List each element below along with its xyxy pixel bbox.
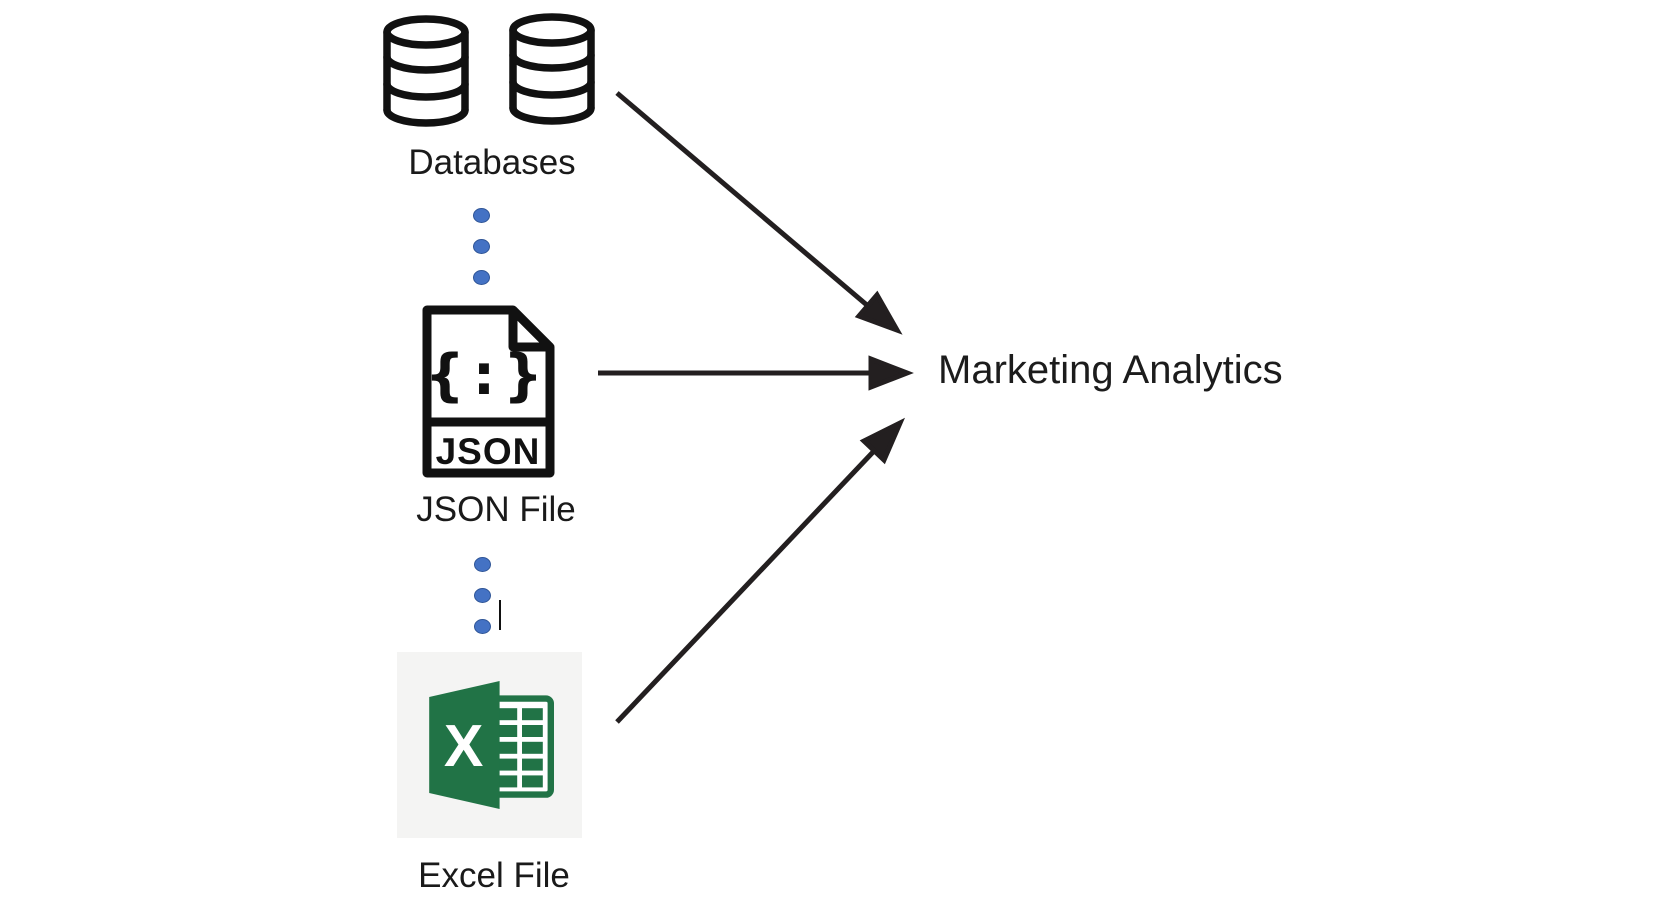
database-cylinder-icon (382, 15, 470, 127)
database-cylinder-icon (508, 13, 596, 125)
json-file-label: JSON File (416, 490, 576, 529)
json-file-node: {:} JSON (417, 300, 560, 483)
json-braces-glyph: {:} (425, 343, 551, 408)
text-cursor (499, 600, 501, 630)
arrow-excel-head (859, 417, 906, 465)
arrow-json-head (868, 355, 914, 391)
arrow-databases-line (615, 91, 870, 308)
excel-file-icon: X (410, 665, 570, 825)
ellipsis-dot (474, 619, 491, 634)
ellipsis-dot (473, 270, 490, 285)
excel-file-label: Excel File (418, 856, 570, 895)
databases-node (382, 13, 597, 127)
ellipsis-dots-group (473, 208, 490, 285)
excel-x-letter: X (443, 712, 482, 779)
excel-file-node: X (397, 652, 582, 838)
ellipsis-dot (474, 588, 491, 603)
databases-label: Databases (408, 143, 576, 182)
arrow-databases-head (854, 290, 903, 335)
marketing-analytics-title: Marketing Analytics (938, 348, 1283, 392)
ellipsis-dot (473, 208, 490, 223)
json-badge-text: JSON (436, 431, 541, 472)
ellipsis-dot (474, 557, 491, 572)
json-file-icon: {:} JSON (417, 300, 560, 483)
ellipsis-dot (473, 239, 490, 254)
ellipsis-dots-group (474, 557, 491, 634)
arrow-excel-line (615, 449, 876, 724)
